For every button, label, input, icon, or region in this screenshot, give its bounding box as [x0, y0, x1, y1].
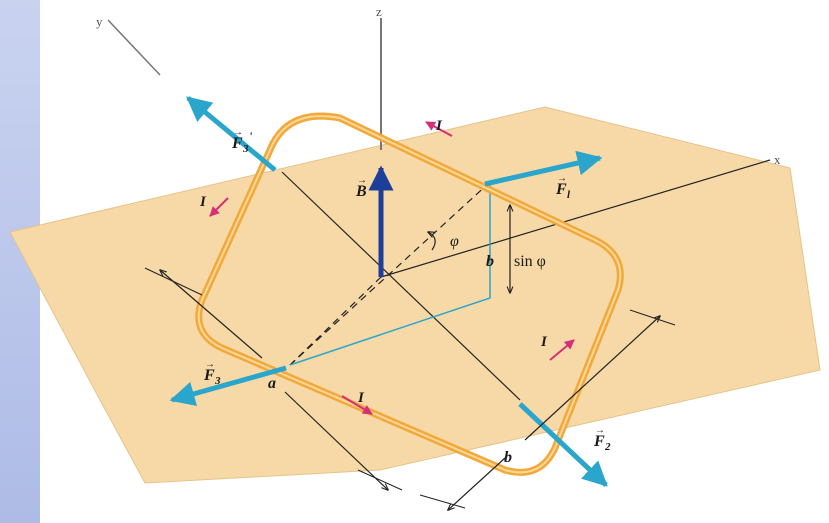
dashed-to-corner [289, 276, 382, 366]
field-b-overarrow: → [357, 175, 367, 186]
force-f3-sub: 3 [214, 375, 221, 387]
force-f1-overarrow: → [557, 173, 567, 184]
force-f3-prime-sub: 3 [242, 143, 249, 155]
force-f2-sub: 2 [604, 441, 611, 453]
force-f3-arrow [169, 365, 287, 406]
bsinphi-b-label: b [486, 253, 494, 270]
phi-angle-arc [428, 232, 436, 251]
current-label-right: I [540, 334, 548, 350]
current-arrow-bottom [341, 395, 373, 415]
dim-b-ext-bottom [419, 494, 466, 509]
force-f2-label: F [593, 433, 605, 450]
force-f1-label: F [555, 181, 567, 198]
dimension-a-label: a [268, 375, 276, 392]
phi-label: φ [450, 233, 459, 250]
current-label-left: I [199, 194, 207, 210]
force-f1-sub: l [567, 189, 571, 201]
xy-plane [9, 106, 821, 484]
dashed-diagonal [289, 181, 491, 366]
dim-b-line-bottom [448, 457, 506, 510]
force-f1-arrow [484, 150, 603, 187]
force-f3-prime-overarrow: → [233, 127, 243, 138]
current-arrow-right [549, 339, 575, 361]
field-b-label: B [355, 183, 367, 200]
projection-line [289, 185, 491, 366]
x-axis-line [380, 159, 771, 278]
force-f3-prime-label: F [231, 135, 243, 152]
dim-a-line-bottom [284, 391, 388, 490]
x-axis-label: x [774, 152, 781, 167]
current-arrow-top [425, 121, 453, 137]
y-axis-line [107, 19, 161, 76]
force-f2-arrow [518, 402, 608, 487]
force-f3-prime-arrow [186, 96, 277, 172]
force-f2-overarrow: → [595, 425, 605, 436]
current-label-bottom: I [357, 390, 365, 406]
dimension-b-label: b [504, 449, 512, 466]
dim-a-ext-bottom [357, 469, 403, 491]
current-arrow-left [209, 197, 229, 217]
dim-b-line-top [524, 316, 660, 441]
force-f3-overarrow: → [205, 359, 215, 370]
center-line-top [281, 171, 521, 401]
dim-a-line-top [160, 270, 263, 359]
y-axis-label: y [96, 14, 103, 29]
z-axis-label: z [376, 4, 382, 19]
dim-b-ext-top [629, 309, 676, 326]
force-f3-prime-mark: ' [249, 129, 253, 143]
bsinphi-sin-label: sin φ [514, 253, 546, 270]
force-f3-label: F [203, 367, 215, 384]
current-label-top: I [435, 118, 443, 134]
